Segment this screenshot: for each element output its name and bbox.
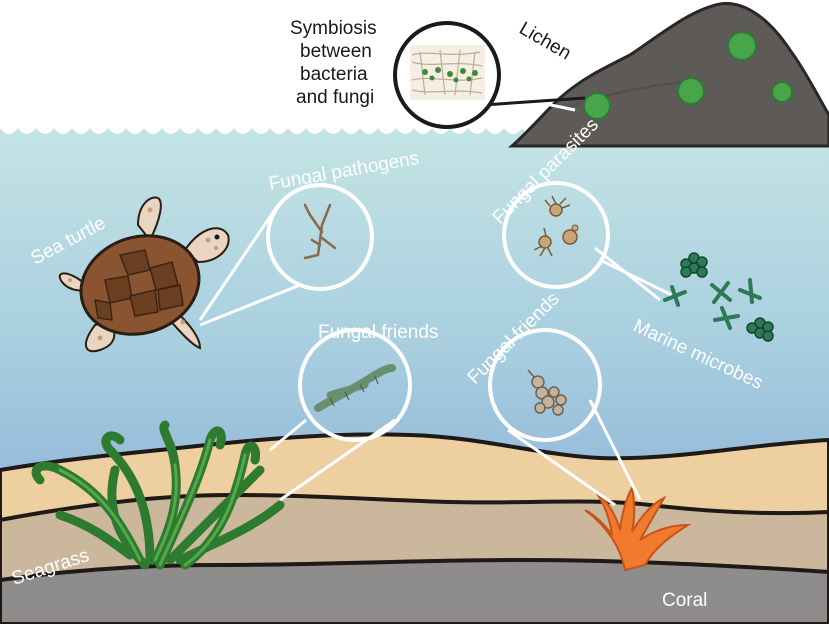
- marine-microbes: [663, 252, 774, 342]
- lichen-magnifier: [393, 21, 501, 129]
- connector-lines: [198, 93, 673, 507]
- symbiosis-label-line3: bacteria: [300, 64, 368, 85]
- fungal-friends-seagrass-magnifier: [298, 328, 412, 442]
- fungal-friends-seagrass-label: Fungal friends: [318, 322, 438, 343]
- fungal-parasites-magnifier: [502, 181, 610, 289]
- fungal-friends-coral-magnifier: [488, 328, 602, 442]
- symbiosis-label-line1: Symbiosis: [290, 18, 377, 39]
- coral-label: Coral: [662, 590, 707, 611]
- lichen-label: Lichen: [516, 18, 575, 64]
- symbiosis-label-line4: and fungi: [296, 87, 374, 108]
- symbiosis-label-line2: between: [300, 41, 372, 62]
- fungal-pathogens-magnifier: [266, 183, 374, 291]
- coral: [584, 485, 692, 572]
- lichen-patch: [583, 31, 793, 120]
- sea-turtle: [58, 196, 230, 353]
- rock: [508, 2, 829, 148]
